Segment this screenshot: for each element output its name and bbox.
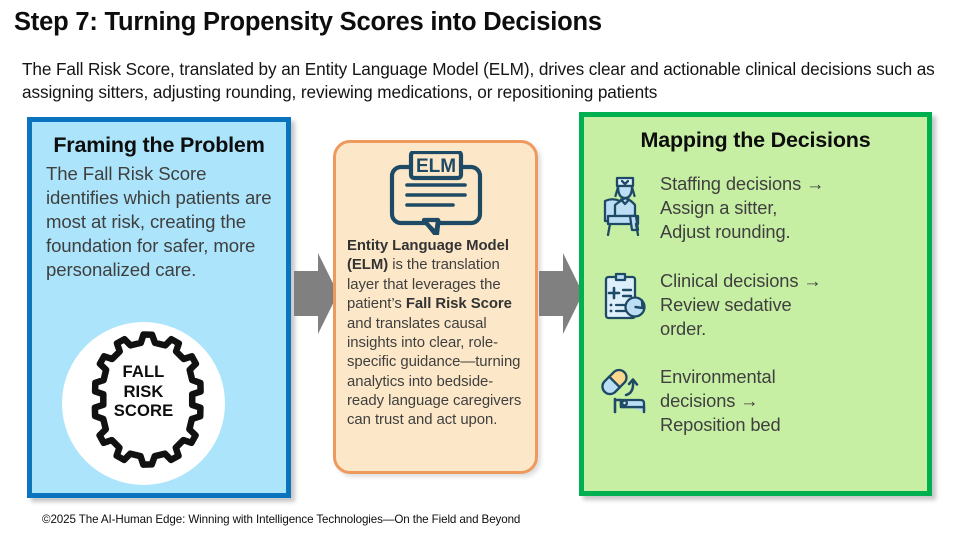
- panel-entity-language-model: ELM Entity Language Model (ELM) is the t…: [333, 140, 538, 474]
- copyright-footer: ©2025 The AI-Human Edge: Winning with In…: [42, 513, 521, 526]
- page-title: Step 7: Turning Propensity Scores into D…: [14, 8, 602, 36]
- badge-line-3: SCORE: [113, 401, 174, 421]
- page-subtitle: The Fall Risk Score, translated by an En…: [22, 59, 935, 102]
- staffing-line-2: Assign a sitter,: [660, 196, 778, 218]
- clinical-line-2: Review sedative: [660, 293, 792, 315]
- translation-text-2: and translates causal insights into clea…: [347, 315, 522, 429]
- pill-bed-icon: [601, 368, 646, 414]
- translation-text-1: is the translation layer that leverages …: [347, 257, 501, 313]
- badge-line-2: RISK: [123, 381, 164, 401]
- seated-nurse-icon: [603, 176, 640, 236]
- decision-row-clinical: Clinical decisions → Review sedative ord…: [596, 269, 822, 340]
- flow-arrow-2: [539, 253, 583, 339]
- panel-framing-body: The Fall Risk Score identifies which pat…: [46, 163, 272, 280]
- staffing-line-1: Staffing decisions →: [660, 173, 825, 194]
- right-arrow-icon: [539, 253, 583, 334]
- decision-text-environmental: Environmental decisions → Reposition bed: [654, 365, 781, 436]
- clinical-line-1: Clinical decisions →: [660, 270, 822, 291]
- clipboard-refresh-icon: [604, 272, 646, 320]
- environmental-line-2: decisions →: [660, 389, 759, 411]
- clinical-line-3: order.: [660, 317, 707, 339]
- panel-translation-body: Entity Language Model (ELM) is the trans…: [347, 237, 525, 431]
- badge-text: FALL RISK SCORE: [62, 362, 225, 421]
- environmental-line-3: Reposition bed: [660, 413, 781, 435]
- staffing-line-3: Adjust rounding.: [660, 220, 791, 242]
- gear-icon: [91, 331, 204, 468]
- decision-row-staffing: Staffing decisions → Assign a sitter, Ad…: [596, 172, 824, 243]
- elm-speech-bubble-icon: ELM: [380, 149, 492, 238]
- environmental-line-1: Environmental: [660, 366, 776, 387]
- decision-row-environmental: Environmental decisions → Reposition bed: [596, 365, 781, 436]
- right-arrow-icon: [294, 253, 338, 334]
- icon-slot: [596, 365, 654, 417]
- icon-slot: [596, 269, 654, 325]
- elm-icon-label: ELM: [415, 156, 455, 177]
- icon-slot: [596, 172, 654, 236]
- translation-text-bold-2: Fall Risk Score: [405, 296, 512, 313]
- decision-text-staffing: Staffing decisions → Assign a sitter, Ad…: [654, 172, 824, 243]
- flow-arrow-1: [294, 253, 338, 339]
- panel-framing-heading: Framing the Problem: [53, 133, 265, 157]
- badge-line-1: FALL: [122, 362, 165, 381]
- fall-risk-score-badge: FALL RISK SCORE: [62, 322, 225, 485]
- translation-text-bold-1: Entity Language Model (ELM): [347, 238, 509, 274]
- decision-text-clinical: Clinical decisions → Review sedative ord…: [654, 269, 822, 340]
- panel-mapping-heading: Mapping the Decisions: [640, 128, 871, 152]
